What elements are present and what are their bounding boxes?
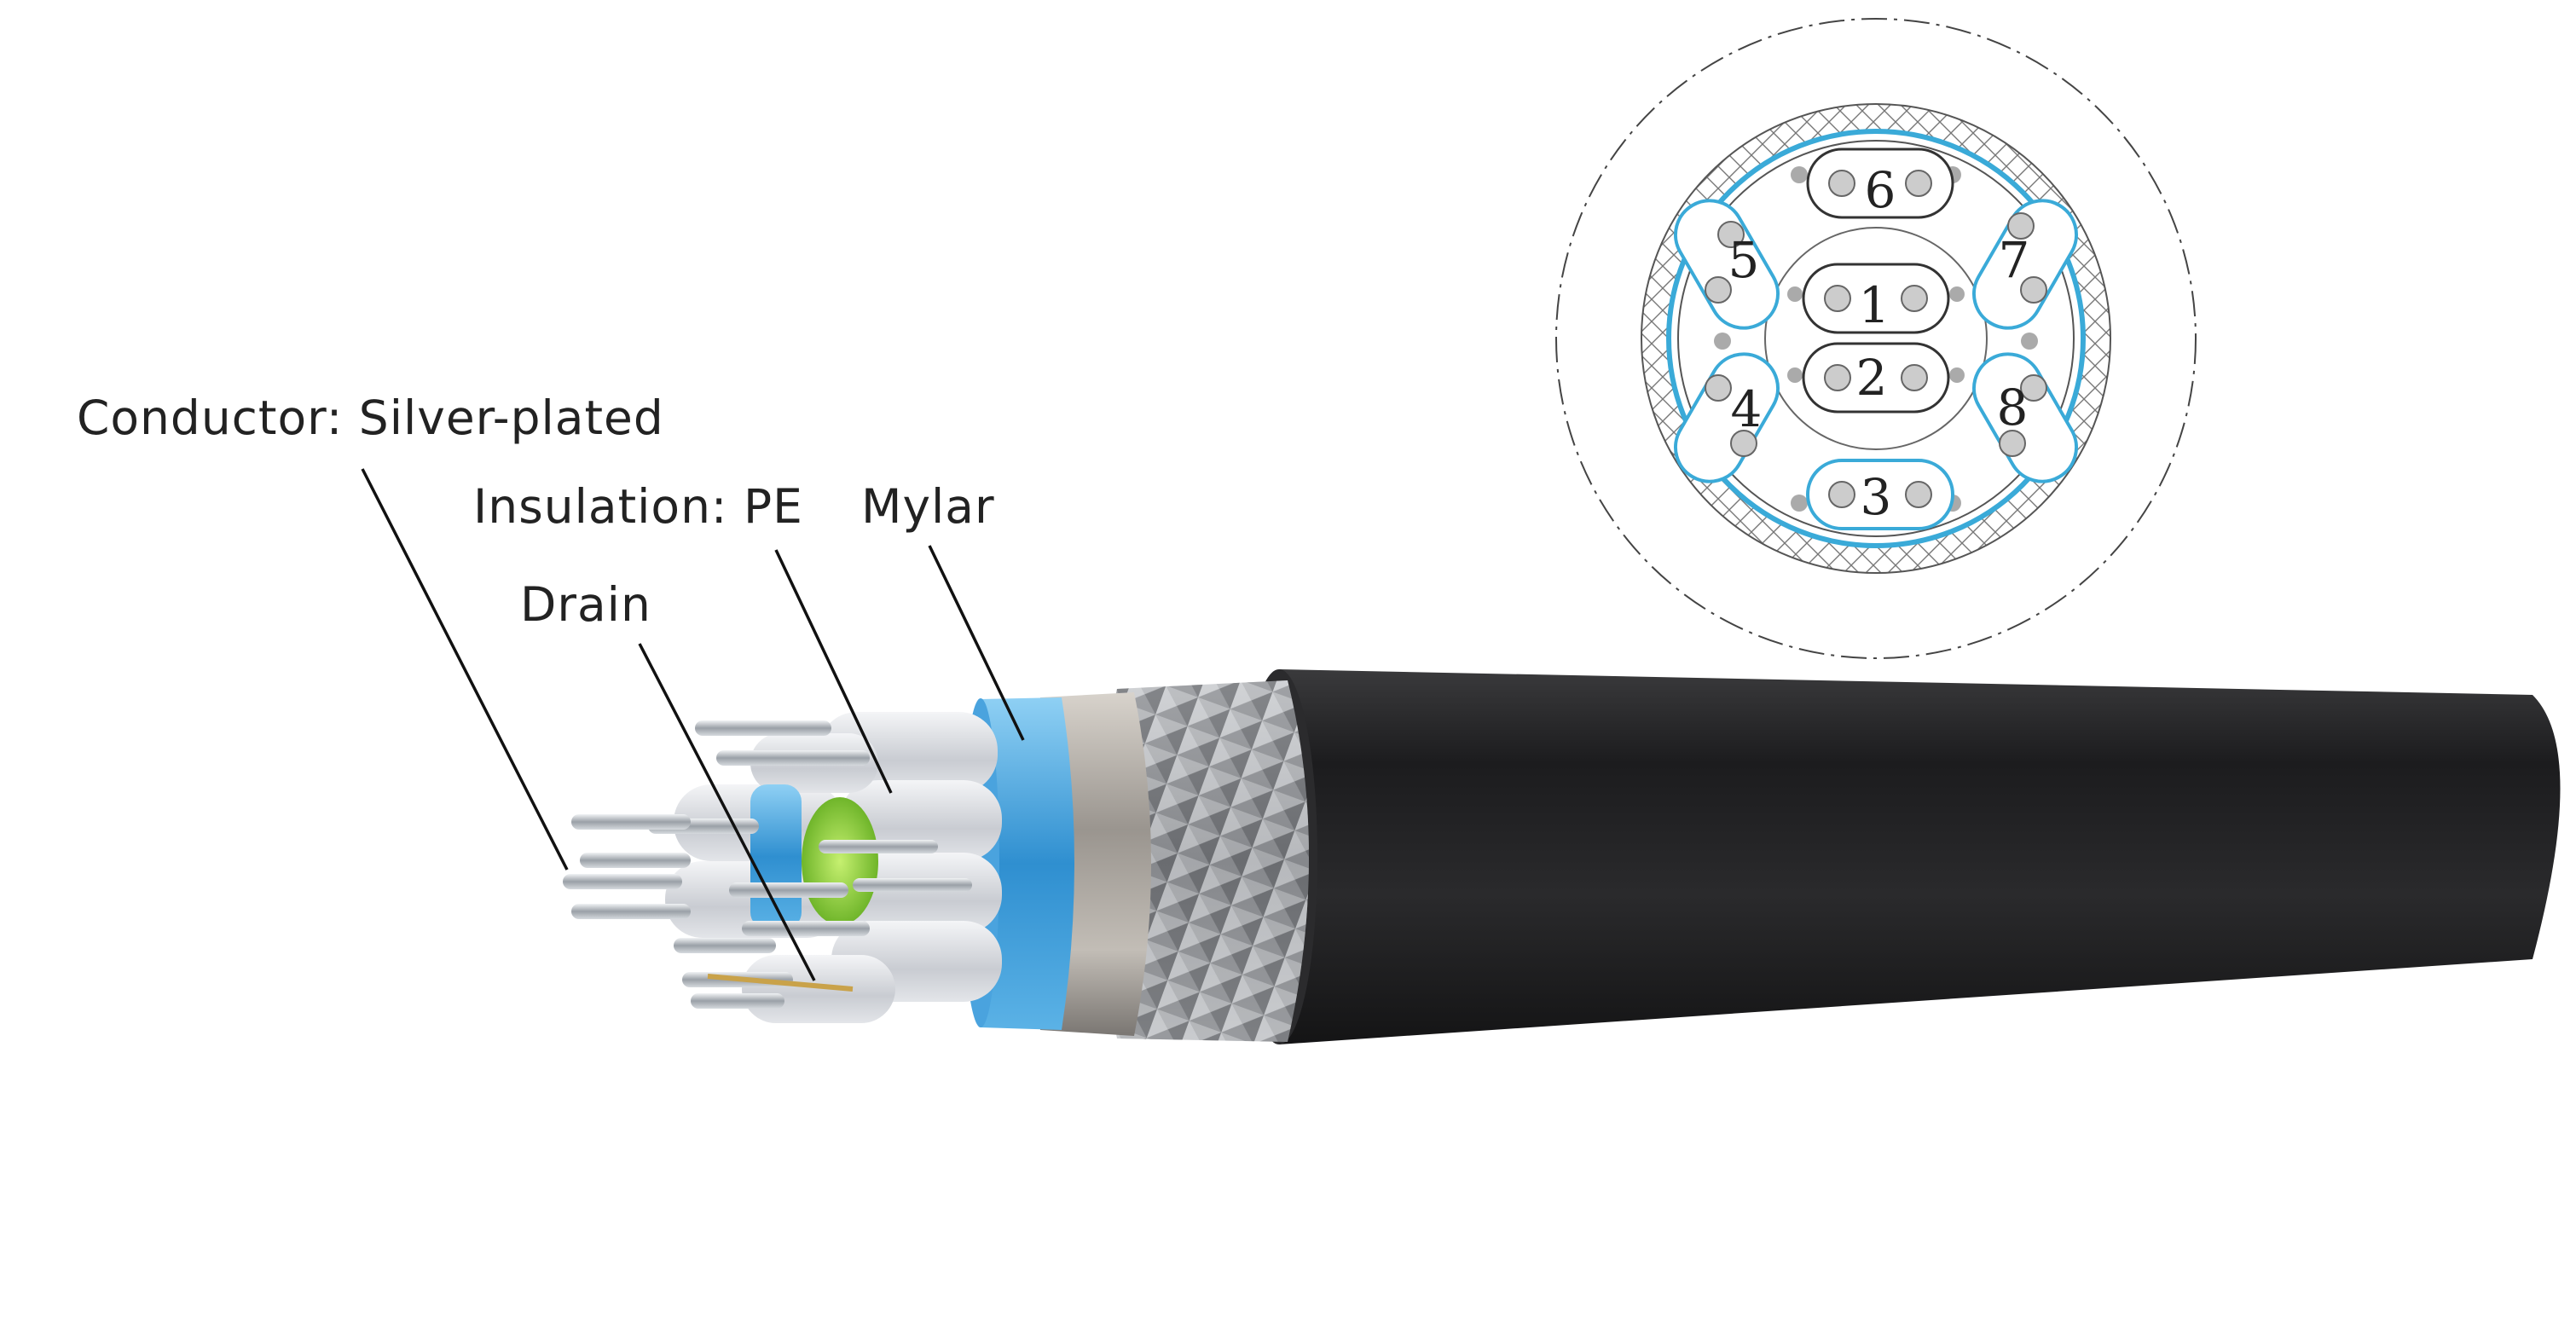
pair-number-1: 1 bbox=[1859, 276, 1890, 334]
drain-label: Drain bbox=[520, 577, 651, 632]
filler bbox=[802, 797, 878, 925]
pair-number-6: 6 bbox=[1865, 161, 1896, 219]
outer-jacket bbox=[1253, 669, 2561, 1044]
pair-number-4: 4 bbox=[1731, 380, 1763, 438]
conductor-leader bbox=[361, 468, 569, 871]
drain-wire bbox=[707, 974, 854, 992]
cross-section-diagram: 1 2 3 4 5 6 7 8 bbox=[1555, 18, 2197, 659]
mylar-label: Mylar bbox=[861, 479, 995, 534]
pair-number-2: 2 bbox=[1856, 349, 1888, 407]
conductor-label: Conductor: Silver-plated bbox=[77, 390, 664, 445]
drain-leader bbox=[638, 643, 816, 981]
insulation-label: Insulation: PE bbox=[473, 479, 803, 534]
pair-number-8: 8 bbox=[1997, 379, 2029, 437]
pair-number-7: 7 bbox=[1999, 231, 2030, 289]
pair-number-5: 5 bbox=[1728, 231, 1760, 289]
pair-number-3: 3 bbox=[1861, 468, 1892, 526]
mylar-leader bbox=[928, 545, 1025, 741]
insulation-leader bbox=[774, 549, 893, 794]
